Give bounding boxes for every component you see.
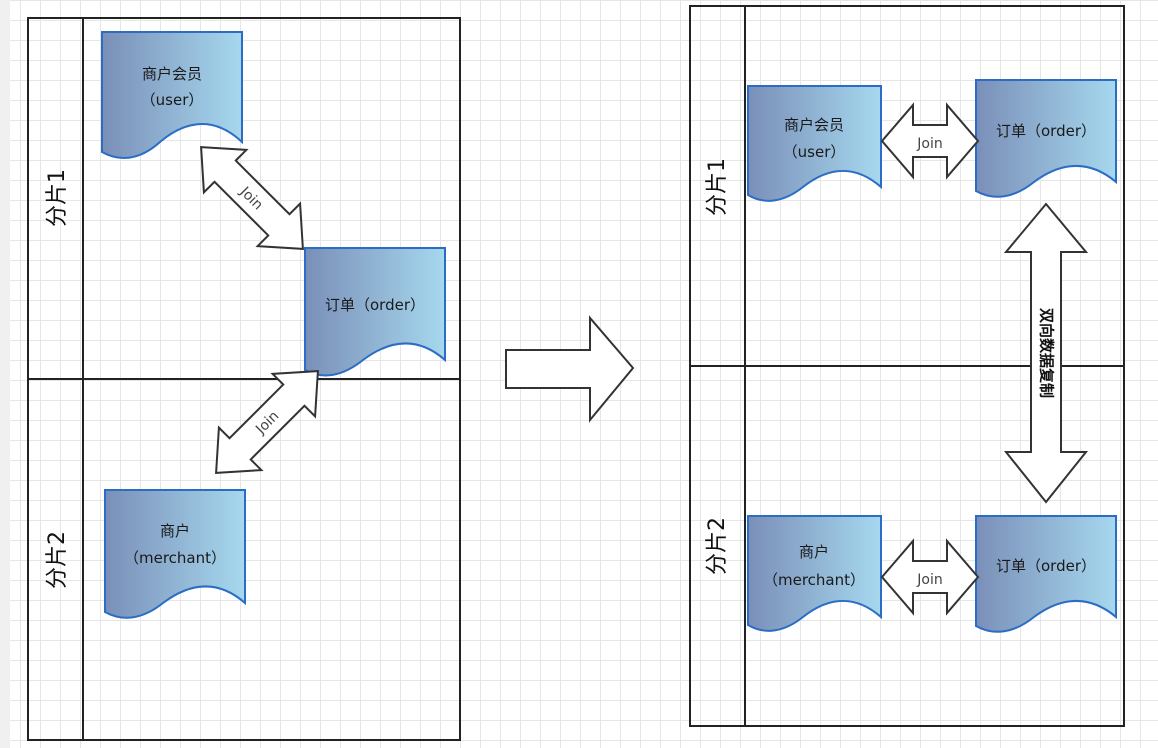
right-order-top-label: 订单（order） [996, 122, 1096, 140]
left-shard1-label: 分片1 [45, 169, 70, 227]
replication-arrow: 双向数据复制 [1003, 202, 1089, 504]
left-user-label-line2: （user） [141, 91, 204, 109]
right-order-bottom-label: 订单（order） [996, 557, 1096, 575]
left-order-label: 订单（order） [325, 296, 425, 314]
right-merchant-label-line2: （merchant） [763, 571, 865, 589]
right-order-table-top[interactable]: 订单（order） [975, 79, 1117, 198]
left-order-table[interactable]: 订单（order） [304, 247, 446, 377]
arrow-right-icon [505, 315, 635, 423]
left-user-label-line1: 商户会员 [142, 65, 202, 83]
left-join-arrow-top: Join [200, 146, 304, 250]
double-arrow-icon [215, 370, 319, 474]
left-join-arrow-bottom: Join [215, 370, 319, 474]
right-merchant-label-line1: 商户 [799, 543, 829, 561]
right-merchant-table[interactable]: 商户 （merchant） [747, 515, 882, 632]
right-join-arrow-top: Join [880, 102, 980, 180]
replication-label: 双向数据复制 [1038, 308, 1056, 398]
double-arrow-vertical-icon [1003, 202, 1089, 504]
right-user-table[interactable]: 商户会员 （user） [747, 85, 882, 202]
right-order-table-bottom[interactable]: 订单（order） [975, 515, 1117, 633]
right-join-top-label: Join [916, 136, 942, 152]
right-user-label-line2: （user） [783, 143, 846, 161]
right-shard1-label: 分片1 [705, 158, 730, 216]
left-pool: 分片1 分片2 [27, 17, 461, 741]
double-arrow-icon [880, 102, 980, 180]
left-merchant-table[interactable]: 商户 （merchant） [104, 489, 246, 619]
left-shard2-label: 分片2 [45, 531, 70, 589]
right-join-arrow-bottom: Join [880, 538, 980, 616]
left-merchant-label-line1: 商户 [160, 522, 190, 540]
right-pool: 分片1 分片2 [689, 5, 1125, 727]
double-arrow-icon [200, 146, 304, 250]
double-arrow-icon [880, 538, 980, 616]
canvas-left-edge [0, 0, 10, 748]
right-user-label-line1: 商户会员 [784, 116, 844, 134]
left-user-table[interactable]: 商户会员 （user） [101, 31, 243, 159]
left-merchant-label-line2: （merchant） [124, 549, 226, 567]
right-join-bottom-label: Join [916, 572, 942, 588]
right-shard2-label: 分片2 [705, 517, 730, 575]
